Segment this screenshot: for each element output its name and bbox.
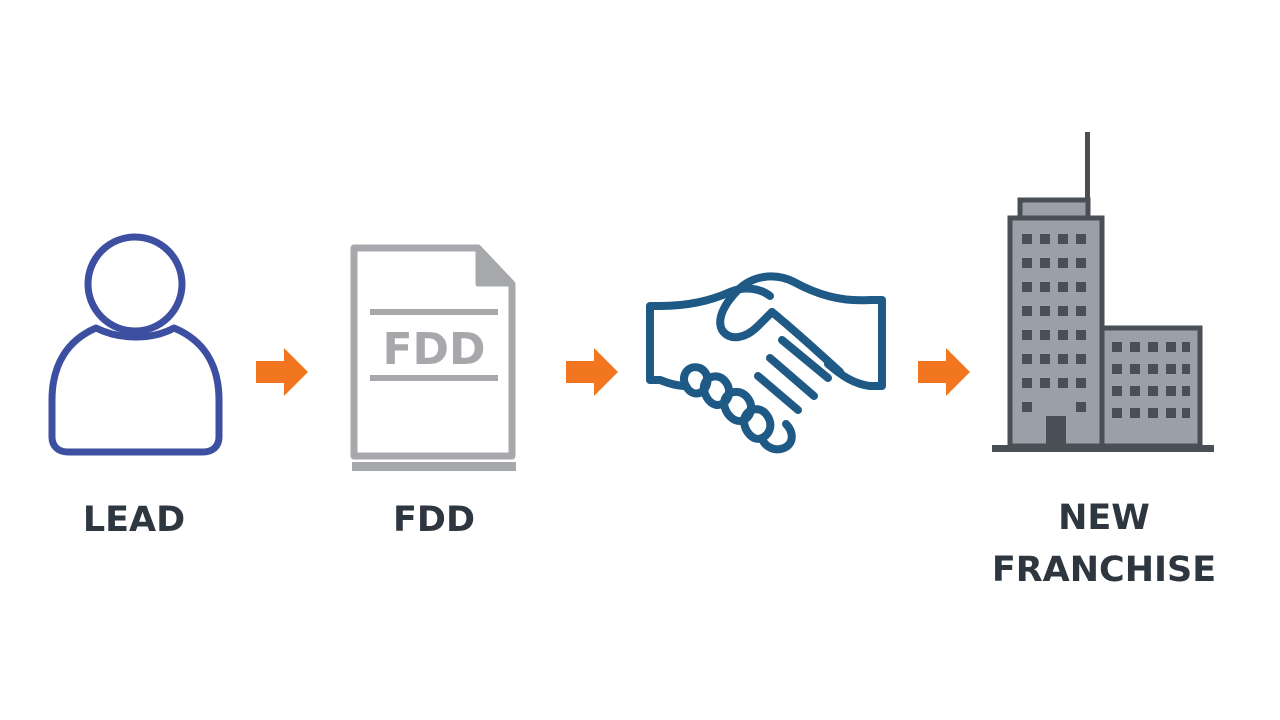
fdd-label: FDD	[392, 500, 475, 540]
lead-label: LEAD	[82, 500, 186, 540]
arrow-right-icon	[256, 348, 308, 396]
new-franchise-label-line-2: FRANCHISE	[991, 550, 1217, 590]
new-franchise-label: NEW FRANCHISE	[974, 492, 1234, 596]
new-franchise-label-line-1: NEW	[1058, 498, 1150, 538]
arrow-right-icon	[566, 348, 618, 396]
door	[1046, 416, 1066, 446]
arrow-right-icon	[918, 348, 970, 396]
document-icon: FDD	[350, 244, 516, 471]
handshake-icon	[646, 272, 886, 454]
annex-windows	[1112, 342, 1190, 418]
person-icon	[48, 233, 223, 456]
document-fdd-text: FDD	[382, 324, 485, 375]
tower-windows	[1022, 234, 1086, 412]
ground-line	[992, 445, 1214, 452]
building-icon	[992, 132, 1214, 452]
